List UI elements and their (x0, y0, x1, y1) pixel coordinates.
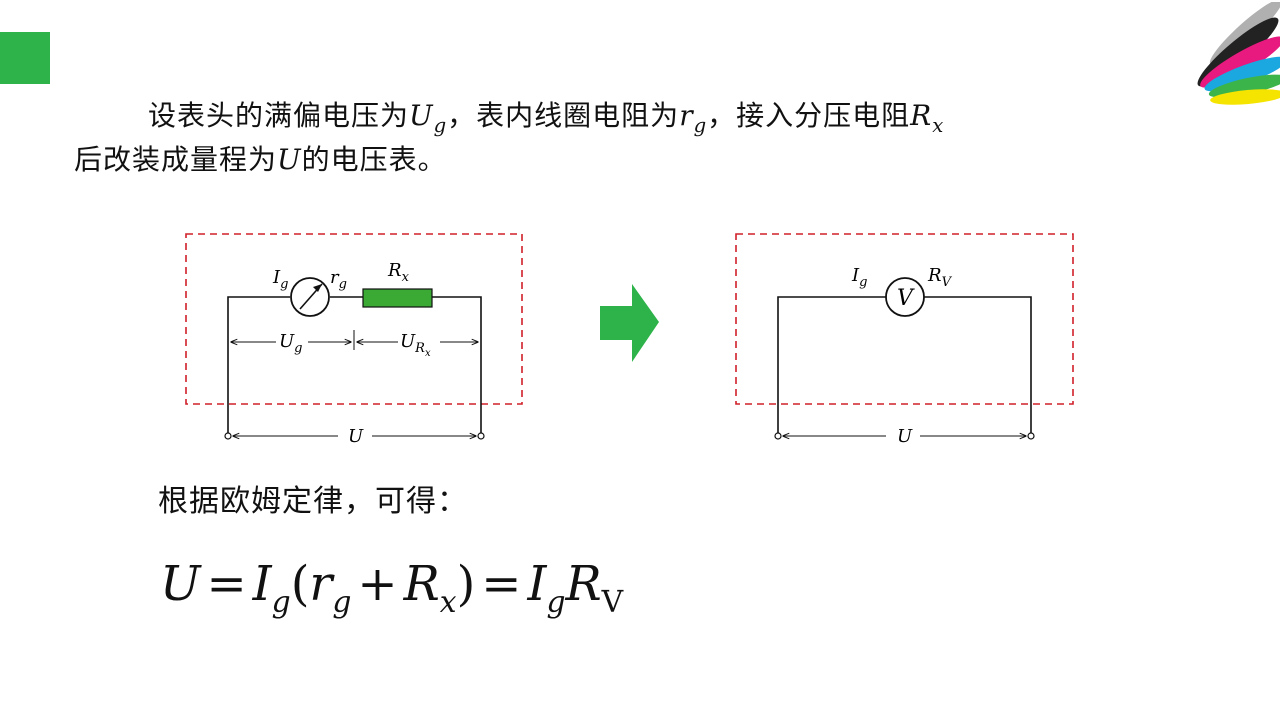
description-paragraph: 设表头的满偏电压为Ug，表内线圈电阻为rg，接入分压电阻Rx 后改装成量程为U的电… (74, 94, 1224, 182)
para-text-1: 设表头的满偏电压为 (148, 99, 410, 132)
para-text-3: ，接入分压电阻 (707, 99, 911, 132)
label-Ig-right: Ig (851, 265, 867, 290)
label-rg: rg (330, 267, 347, 292)
label-URx: URx (400, 331, 431, 359)
galvanometer-icon (290, 277, 330, 317)
brand-logo-icon (1197, 2, 1280, 105)
math-rg: rg (679, 99, 708, 137)
voltmeter-icon: V (885, 277, 925, 317)
circuit-diagram: Ig rg Rx Ug URx U V Ig RV U (185, 233, 1074, 447)
left-circuit: Ig rg Rx Ug URx U (185, 233, 523, 447)
label-RV: RV (927, 265, 953, 290)
label-U-left: U (348, 426, 364, 447)
label-Rx: Rx (387, 260, 410, 285)
label-U-right: U (897, 426, 913, 447)
accent-tab (0, 32, 50, 84)
arrow-right-icon (600, 284, 659, 362)
para-text-2: ，表内线圈电阻为 (447, 99, 680, 132)
math-Rx: Rx (910, 99, 945, 137)
ohm-formula: U=Ig(rg+Rx)=IgRV (160, 556, 624, 620)
para-text-4: 后改装成量程为 (74, 143, 278, 176)
right-circuit: V Ig RV U (735, 233, 1074, 447)
voltmeter-symbol: V (897, 286, 915, 311)
math-Ug: Ug (409, 99, 448, 137)
label-Ug: Ug (279, 331, 303, 356)
ohm-law-line: 根据欧姆定律，可得： (158, 484, 468, 519)
resistor-Rx (362, 288, 433, 308)
math-U: U (277, 143, 302, 176)
label-Ig-left: Ig (272, 267, 288, 292)
right-dashed-box (735, 233, 1074, 405)
para-text-5: 的电压表。 (301, 143, 447, 176)
left-dashed-box (185, 233, 523, 405)
